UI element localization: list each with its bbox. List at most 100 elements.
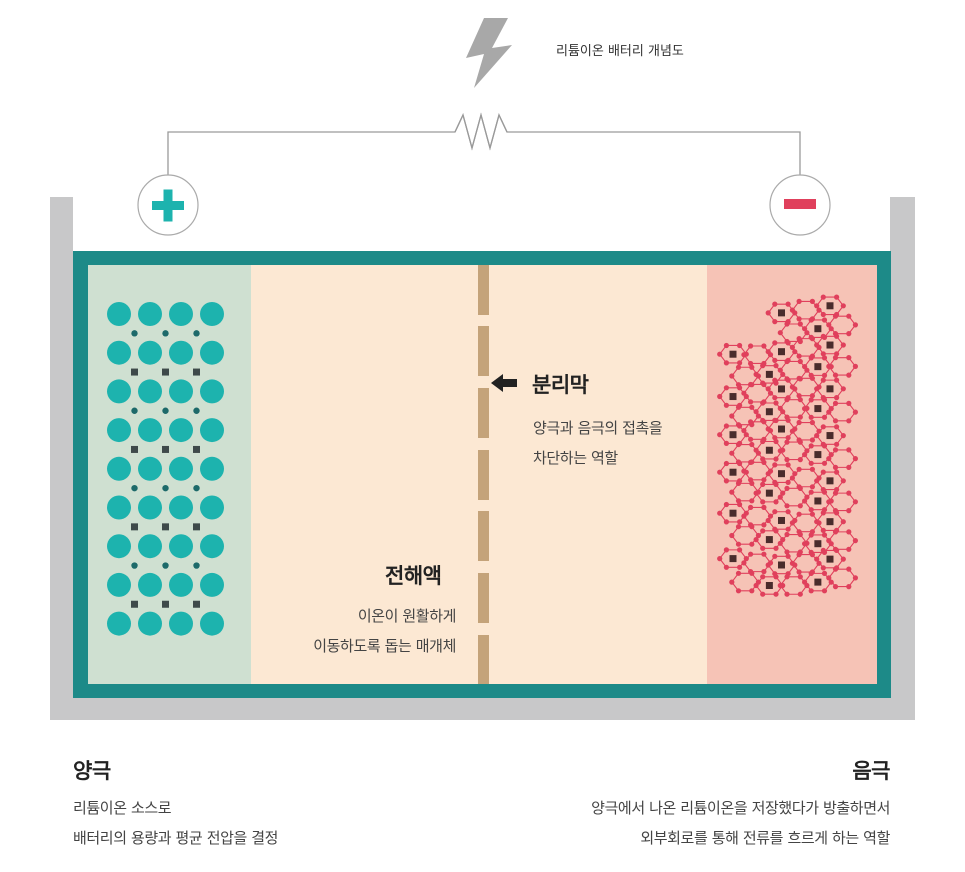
graphite-atom <box>789 344 796 350</box>
lithium-ion-square <box>131 445 138 453</box>
graphite-atom <box>735 570 742 576</box>
graphite-atom <box>796 336 802 342</box>
graphite-atom <box>784 531 790 538</box>
graphite-atom <box>777 367 783 373</box>
graphite-atom <box>765 310 771 316</box>
graphite-atom <box>741 352 747 358</box>
graphite-atom <box>846 331 852 337</box>
graphite-atom <box>772 509 778 515</box>
graphite-atom <box>802 406 808 412</box>
graphite-atom <box>809 336 816 342</box>
graphite-atom <box>761 343 767 349</box>
lithium-ion-dot <box>162 407 169 414</box>
graphite-atom <box>761 569 767 575</box>
graphite-atom <box>723 478 730 484</box>
graphite-atom <box>753 537 759 543</box>
cathode-atom <box>200 418 224 443</box>
graphite-atom <box>753 371 759 377</box>
graphite-atom <box>832 490 839 496</box>
graphite-atom <box>785 301 791 307</box>
graphite-atom <box>808 489 814 495</box>
graphite-atom <box>729 413 735 419</box>
graphite-atom <box>743 556 749 562</box>
graphite-atom <box>826 322 832 328</box>
intercalated-lithium <box>826 555 834 563</box>
graphite-atom <box>760 545 766 551</box>
graphite-atom <box>755 532 762 539</box>
graphite-atom <box>777 405 783 411</box>
intercalated-lithium <box>826 385 834 393</box>
anode-desc-line2: 외부회로를 통해 전류를 흐르게 하는 역할 <box>640 829 890 847</box>
graphite-atom <box>796 569 802 575</box>
graphite-atom <box>820 377 826 383</box>
graphite-atom <box>814 478 820 484</box>
graphite-atom <box>840 303 846 309</box>
intercalated-lithium <box>765 581 773 589</box>
graphite-atom <box>765 562 771 568</box>
graphite-atom <box>846 418 852 424</box>
graphite-atom <box>809 298 816 304</box>
lithium-ion-dot <box>162 562 169 569</box>
graphite-atom <box>809 375 816 381</box>
graphite-atom <box>749 480 755 486</box>
lithium-ion-dot <box>131 407 138 414</box>
lithium-ion-square <box>131 523 138 531</box>
graphite-atom <box>760 574 766 580</box>
graphite-atom <box>735 480 742 486</box>
graphite-atom <box>741 468 747 474</box>
graphite-atom <box>773 574 779 580</box>
separator-desc-line2: 차단하는 역할 <box>533 449 618 467</box>
graphite-atom <box>826 499 832 505</box>
graphite-atom <box>797 439 803 445</box>
graphite-atom <box>735 404 742 410</box>
graphite-atom <box>834 395 840 401</box>
graphite-atom <box>796 552 802 558</box>
negative-terminal <box>769 174 831 236</box>
graphite-atom <box>846 566 852 572</box>
graphite-atom <box>761 522 767 528</box>
cathode-atom <box>138 456 162 481</box>
graphite-atom <box>749 588 755 594</box>
graphite-atom <box>773 545 779 551</box>
intercalated-lithium <box>765 536 773 544</box>
anode-desc-line1: 양극에서 나온 리튬이온을 저장했다가 방출하면서 <box>591 799 890 817</box>
lithium-ion-dot <box>162 330 169 337</box>
cathode-atom <box>169 379 193 404</box>
graphite-atom <box>789 520 796 526</box>
lithium-ion-square <box>162 445 169 453</box>
graphite-atom <box>784 358 790 365</box>
graphite-atom <box>761 477 767 483</box>
graphite-atom <box>792 471 798 477</box>
graphite-atom <box>748 436 754 442</box>
graphite-atom <box>834 469 840 475</box>
graphite-atom <box>809 393 816 399</box>
graphite-atom <box>735 524 742 530</box>
lithium-ion-square <box>193 600 200 608</box>
graphite-atom <box>852 499 859 505</box>
graphite-atom <box>723 402 730 408</box>
graphite-atom <box>785 435 791 441</box>
graphite-atom <box>743 432 749 438</box>
graphite-atom <box>832 313 839 319</box>
graphite-atom <box>784 439 790 445</box>
separator-segment <box>478 326 489 376</box>
graphite-atom <box>760 499 766 505</box>
graphite-atom <box>840 556 846 562</box>
graphite-atom <box>834 510 840 516</box>
graphite-atom <box>729 450 735 456</box>
graphite-atom <box>796 353 802 359</box>
lithium-ion-dot <box>193 407 200 414</box>
intercalated-lithium <box>814 405 822 413</box>
graphite-atom <box>852 322 859 328</box>
lithium-ion-square <box>131 600 138 608</box>
graphite-atom <box>737 564 743 570</box>
graphite-atom <box>814 386 820 392</box>
intercalated-lithium <box>814 578 822 586</box>
cathode-atom <box>107 379 131 404</box>
graphite-atom <box>772 462 778 468</box>
cathode-atom <box>200 495 224 520</box>
graphite-atom <box>749 541 755 547</box>
graphite-atom <box>789 560 796 566</box>
lithium-ion-square <box>193 445 200 453</box>
graphite-atom <box>723 385 730 391</box>
